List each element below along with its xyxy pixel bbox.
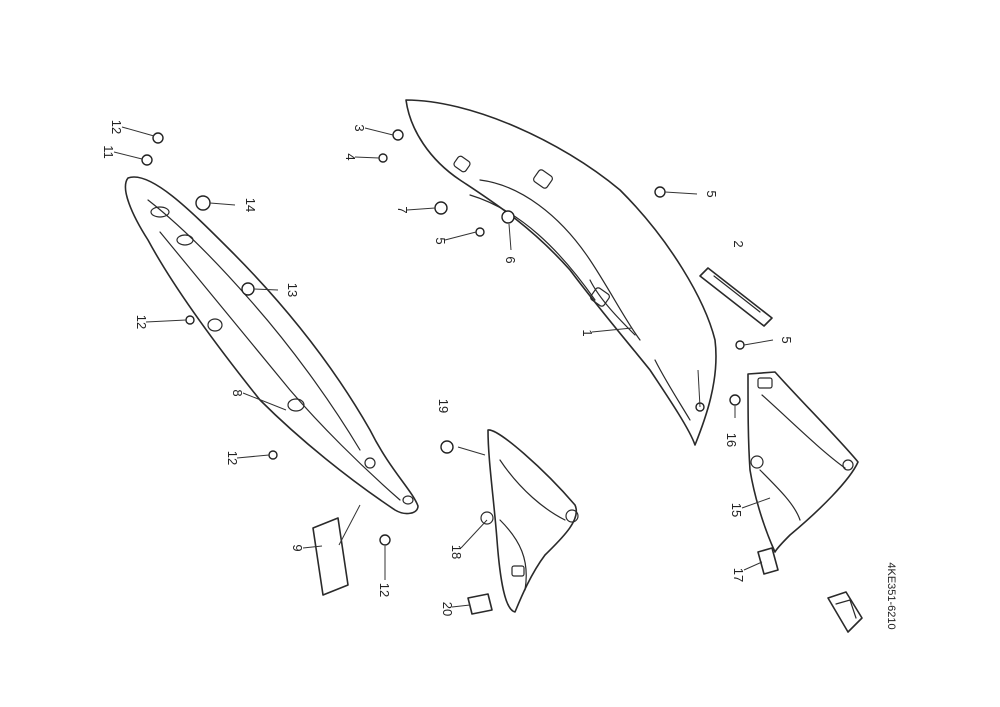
callout-5-b: 5 [704,190,719,197]
callout-15: 15 [729,503,744,517]
callout-17: 17 [731,568,746,582]
callout-12-a: 12 [134,315,149,329]
collar-6 [501,210,515,224]
screw-12a [185,315,195,325]
bolt-11 [152,132,164,144]
callout-20: 20 [440,602,455,616]
washer-10 [141,154,153,166]
callout-5-c: 5 [779,336,794,343]
callout-14: 14 [243,198,258,212]
nut-14 [195,195,211,211]
screw-12c [379,534,391,546]
screw-5c [735,340,745,350]
callout-labels: 12 11 14 13 12 8 12 12 9 3 4 7 5 6 5 2 1… [101,120,897,630]
callout-12-c: 12 [377,583,392,597]
callout-10: 11 [101,145,116,159]
screw-5a [475,227,485,237]
screw-4 [378,153,388,163]
callout-19: 19 [436,399,451,413]
collar-13 [241,282,255,296]
fasteners [141,129,745,546]
screw-12b [268,450,278,460]
nut-16 [729,394,741,406]
callout-9: 9 [290,544,305,551]
callout-18: 18 [449,545,464,559]
part-17-pad [757,547,779,575]
part-8-side-rail [124,176,419,515]
callout-1: 1 [580,329,595,336]
part-20-pad [467,593,493,615]
bolt-3 [392,129,404,141]
callout-2: 2 [731,240,746,247]
nut-7 [434,201,448,215]
callout-11: 12 [109,120,124,134]
part-15-lower-cover [747,371,859,553]
part-2-emblem [699,267,773,327]
callout-13: 13 [285,283,300,297]
callout-4: 4 [343,153,358,160]
callout-16: 16 [724,433,739,447]
part-18-lower-cover [480,429,579,613]
nut-19 [440,440,454,454]
leader-lines [113,126,774,608]
callout-6: 6 [503,256,518,263]
callout-12-b: 12 [225,451,240,465]
screw-5b [654,186,666,198]
callout-7: 7 [395,206,410,213]
callout-5-a: 5 [433,237,448,244]
callout-8: 8 [230,389,245,396]
callout-3: 3 [352,124,367,131]
part-9-pad [312,517,349,596]
part-1-side-cover [405,99,717,446]
front-arrow-icon [827,591,863,633]
drawing-code: 4KE351-6210 [885,562,897,629]
